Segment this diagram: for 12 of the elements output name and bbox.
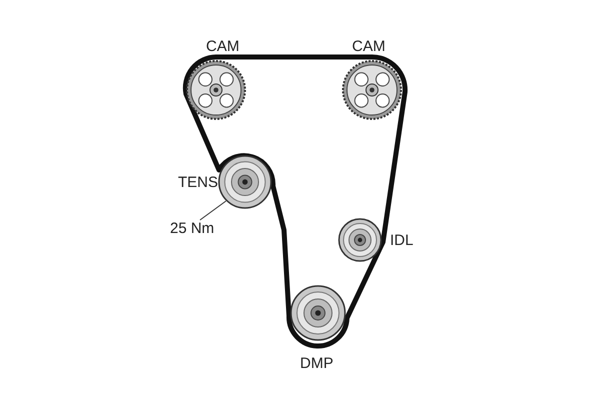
pulley-drawing [290,285,346,341]
leader-line [200,200,226,220]
pulley-label: TENS [178,174,218,191]
pulley-label: IDL [390,232,414,249]
torque-value: 25 Nm [170,220,214,237]
camshaft-sprocket-drawing [186,60,246,120]
pulley-drawing [218,155,272,209]
pulley-label: DMP [300,355,334,372]
camshaft-sprocket-drawing [342,60,402,120]
pulley-label: CAM [206,38,240,55]
pulley-label: CAM [352,38,386,55]
pulley-drawing [338,218,382,262]
